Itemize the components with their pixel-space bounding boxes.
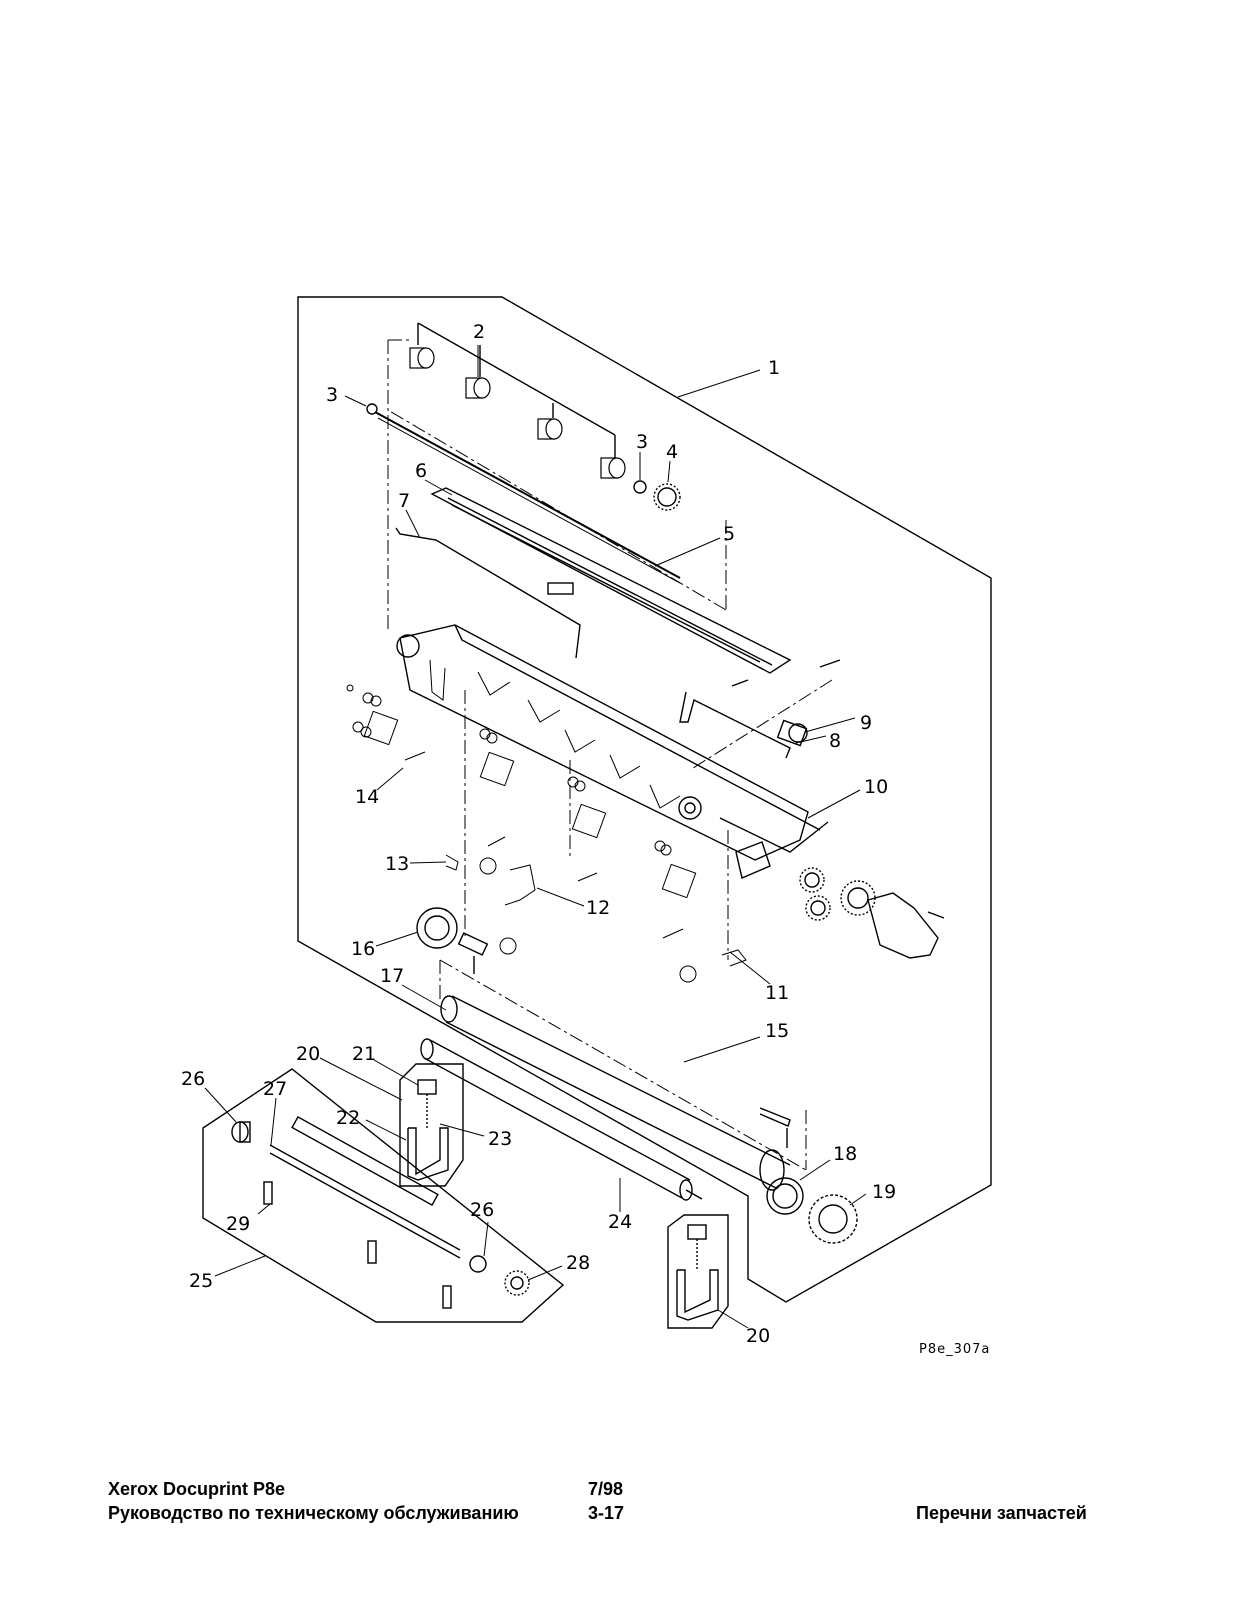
drive-gear-16: [416, 907, 458, 949]
pinch-rollers: [409, 347, 626, 479]
callout-17: 17: [380, 965, 404, 987]
callout-1: 1: [768, 357, 780, 379]
callout-numbers: 1 2 3 3 4 5 6 7 8 9 10 11 12 13 14 15 16…: [181, 321, 990, 1357]
callout-20: 20: [296, 1043, 320, 1065]
callout-26: 26: [181, 1068, 205, 1090]
paper-guide: [430, 487, 792, 674]
pressure-roller: [420, 1038, 703, 1201]
callout-23: 23: [488, 1128, 512, 1150]
callout-3: 3: [326, 384, 338, 406]
callout-26: 26: [470, 1199, 494, 1221]
callout-11: 11: [765, 982, 789, 1004]
callout-2: 2: [473, 321, 485, 343]
callout-7: 7: [398, 490, 410, 512]
footer-manual-title: Руководство по техническому обслуживанию: [108, 1503, 519, 1523]
callout-5: 5: [723, 523, 735, 545]
callout-20: 20: [746, 1325, 770, 1347]
callout-9: 9: [860, 712, 872, 734]
footer-page-number: 3-17: [588, 1503, 625, 1523]
callout-16: 16: [351, 938, 375, 960]
spring-inset-lower: [667, 1214, 729, 1329]
callout-13: 13: [385, 853, 409, 875]
callout-24: 24: [608, 1211, 632, 1233]
footer-product: Xerox Docuprint P8e: [108, 1479, 286, 1499]
heat-roller: [440, 995, 791, 1191]
callout-8: 8: [829, 730, 841, 752]
callout-6: 6: [415, 460, 427, 482]
callout-19: 19: [872, 1181, 896, 1203]
figure-id: P8e_307a: [919, 1342, 990, 1357]
callout-15: 15: [765, 1020, 789, 1042]
footer-date: 7/98: [588, 1479, 624, 1499]
callout-21: 21: [352, 1043, 376, 1065]
callout-14: 14: [355, 786, 379, 808]
callout-10: 10: [864, 776, 888, 798]
callout-28: 28: [566, 1252, 590, 1274]
spring-inset-upper: [399, 1063, 464, 1187]
callout-25: 25: [189, 1270, 213, 1292]
gear-bracket: [867, 892, 939, 959]
callout-4: 4: [666, 441, 678, 463]
main-assembly-outline: [297, 296, 992, 1303]
callout-22: 22: [336, 1107, 360, 1129]
callout-29: 29: [226, 1213, 250, 1235]
callout-12: 12: [586, 897, 610, 919]
callout-27: 27: [263, 1078, 287, 1100]
callout-18: 18: [833, 1143, 857, 1165]
subassembly-25-outline: [202, 1068, 565, 1323]
callout-3: 3: [636, 431, 648, 453]
footer-section: Перечни запчастей: [916, 1503, 1087, 1523]
